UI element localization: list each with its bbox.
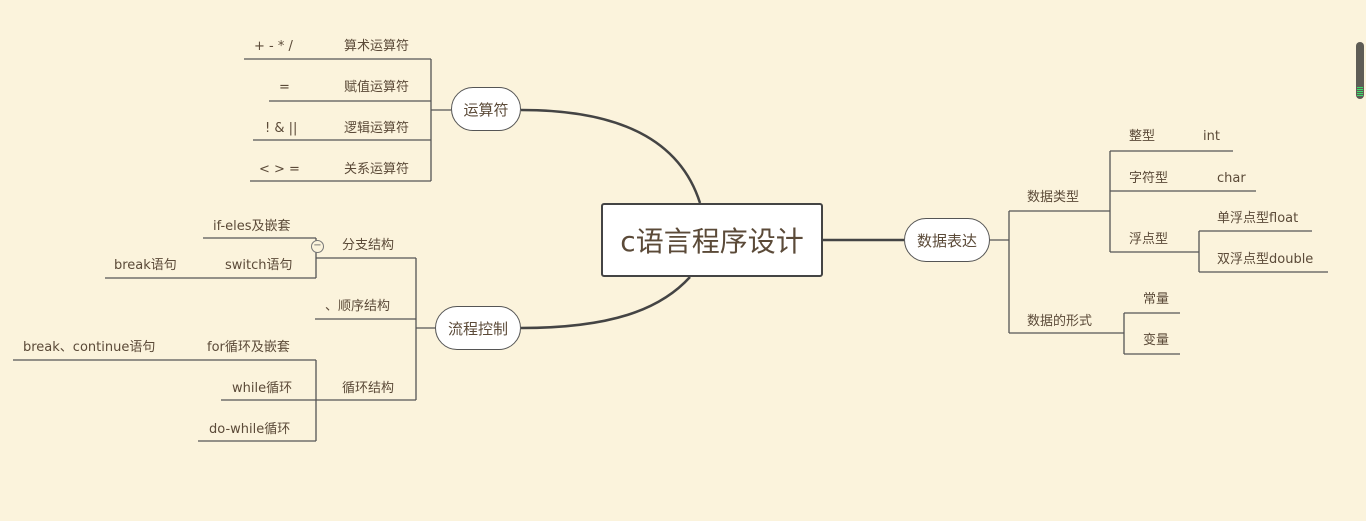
variable-item[interactable]: 变量: [1143, 333, 1170, 348]
relational-symbols[interactable]: < > =: [259, 162, 300, 177]
assignment-operators[interactable]: 赋值运算符: [344, 80, 410, 95]
vertical-scrollbar[interactable]: [1356, 42, 1364, 99]
switch-item[interactable]: switch语句: [225, 258, 293, 273]
double-item[interactable]: 双浮点型double: [1217, 252, 1314, 267]
logical-operators[interactable]: 逻辑运算符: [344, 121, 410, 136]
int-item[interactable]: int: [1203, 129, 1220, 144]
relational-operators[interactable]: 关系运算符: [344, 162, 410, 177]
break-continue-item[interactable]: break、continue语句: [23, 340, 156, 355]
arithmetic-symbols[interactable]: + - * /: [254, 39, 293, 54]
topic-data-expression[interactable]: 数据表达: [904, 218, 990, 262]
topic-operators[interactable]: 运算符: [451, 87, 521, 131]
char-item[interactable]: char: [1217, 171, 1246, 186]
data-types[interactable]: 数据类型: [1027, 190, 1080, 205]
while-loop-item[interactable]: while循环: [232, 381, 293, 396]
integer-type[interactable]: 整型: [1129, 129, 1156, 144]
break-item[interactable]: break语句: [114, 258, 177, 273]
assignment-symbols[interactable]: =: [279, 80, 290, 95]
logical-symbols[interactable]: ! & ||: [265, 121, 298, 136]
float-item[interactable]: 单浮点型float: [1217, 211, 1299, 226]
do-while-item[interactable]: do-while循环: [209, 422, 291, 437]
data-forms[interactable]: 数据的形式: [1027, 314, 1093, 329]
float-type[interactable]: 浮点型: [1129, 232, 1169, 247]
constant-item[interactable]: 常量: [1143, 292, 1170, 307]
for-loop-item[interactable]: for循环及嵌套: [207, 340, 290, 355]
collapse-icon[interactable]: −: [311, 240, 324, 253]
arithmetic-operators[interactable]: 算术运算符: [344, 39, 410, 54]
topic-flow-control[interactable]: 流程控制: [435, 306, 521, 350]
char-type[interactable]: 字符型: [1129, 171, 1169, 186]
branch-structure[interactable]: 分支结构: [342, 238, 395, 253]
if-else-item[interactable]: if-eles及嵌套: [213, 219, 291, 234]
sequence-structure[interactable]: 、顺序结构: [325, 299, 391, 314]
root-topic[interactable]: c语言程序设计: [601, 203, 823, 277]
loop-structure[interactable]: 循环结构: [342, 381, 395, 396]
